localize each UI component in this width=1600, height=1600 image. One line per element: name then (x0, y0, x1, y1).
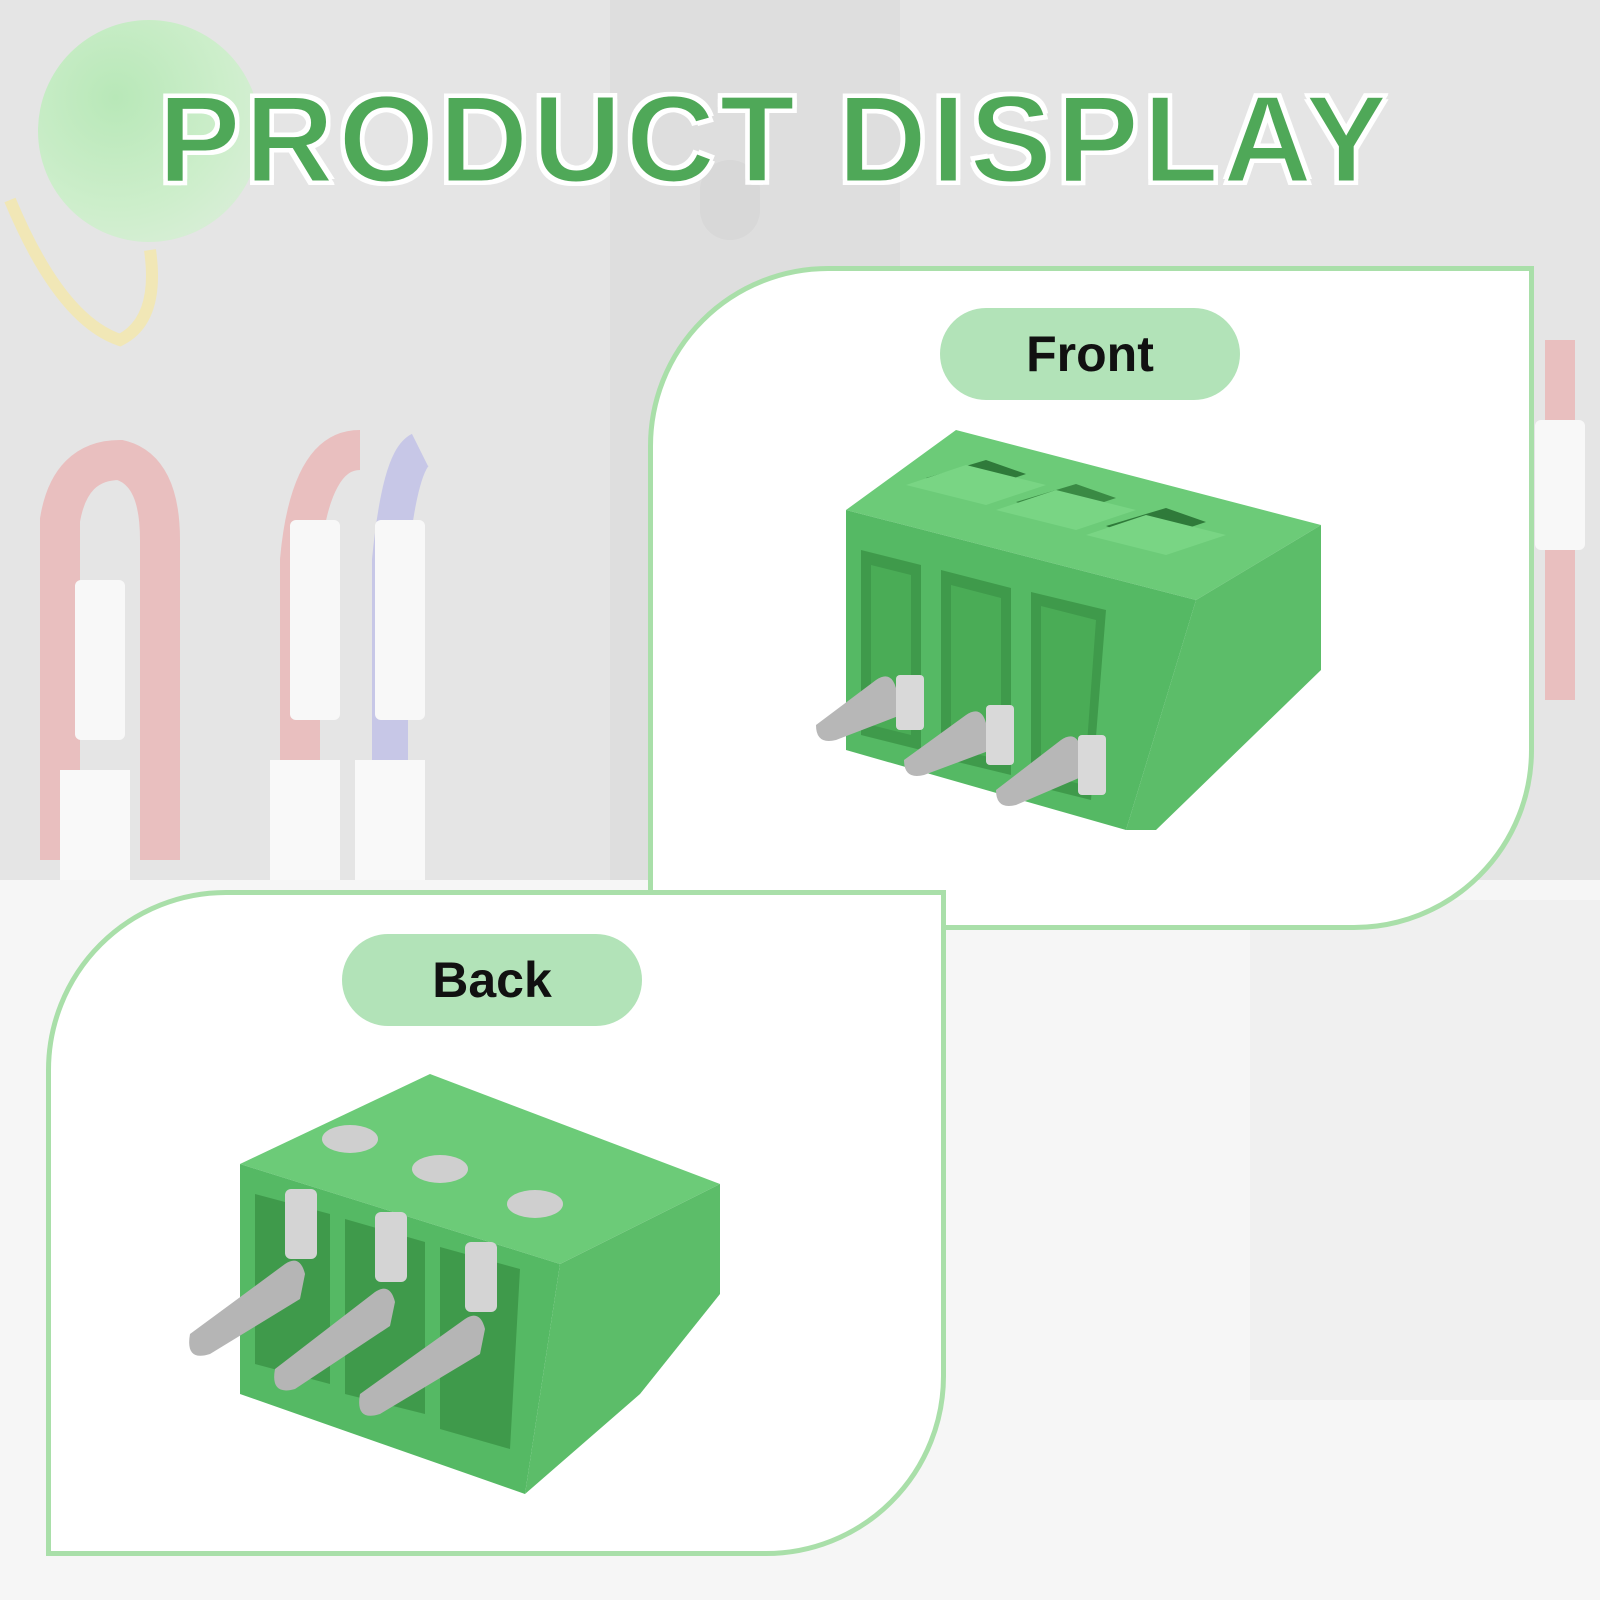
page-title: PRODUCT DISPLAY (157, 70, 1392, 211)
decorative-circle (38, 20, 260, 242)
back-label-pill: Back (342, 934, 642, 1026)
terminal-block-back-image (180, 1064, 740, 1494)
front-label-pill: Front (940, 308, 1240, 400)
terminal-block-front-image (816, 430, 1368, 850)
